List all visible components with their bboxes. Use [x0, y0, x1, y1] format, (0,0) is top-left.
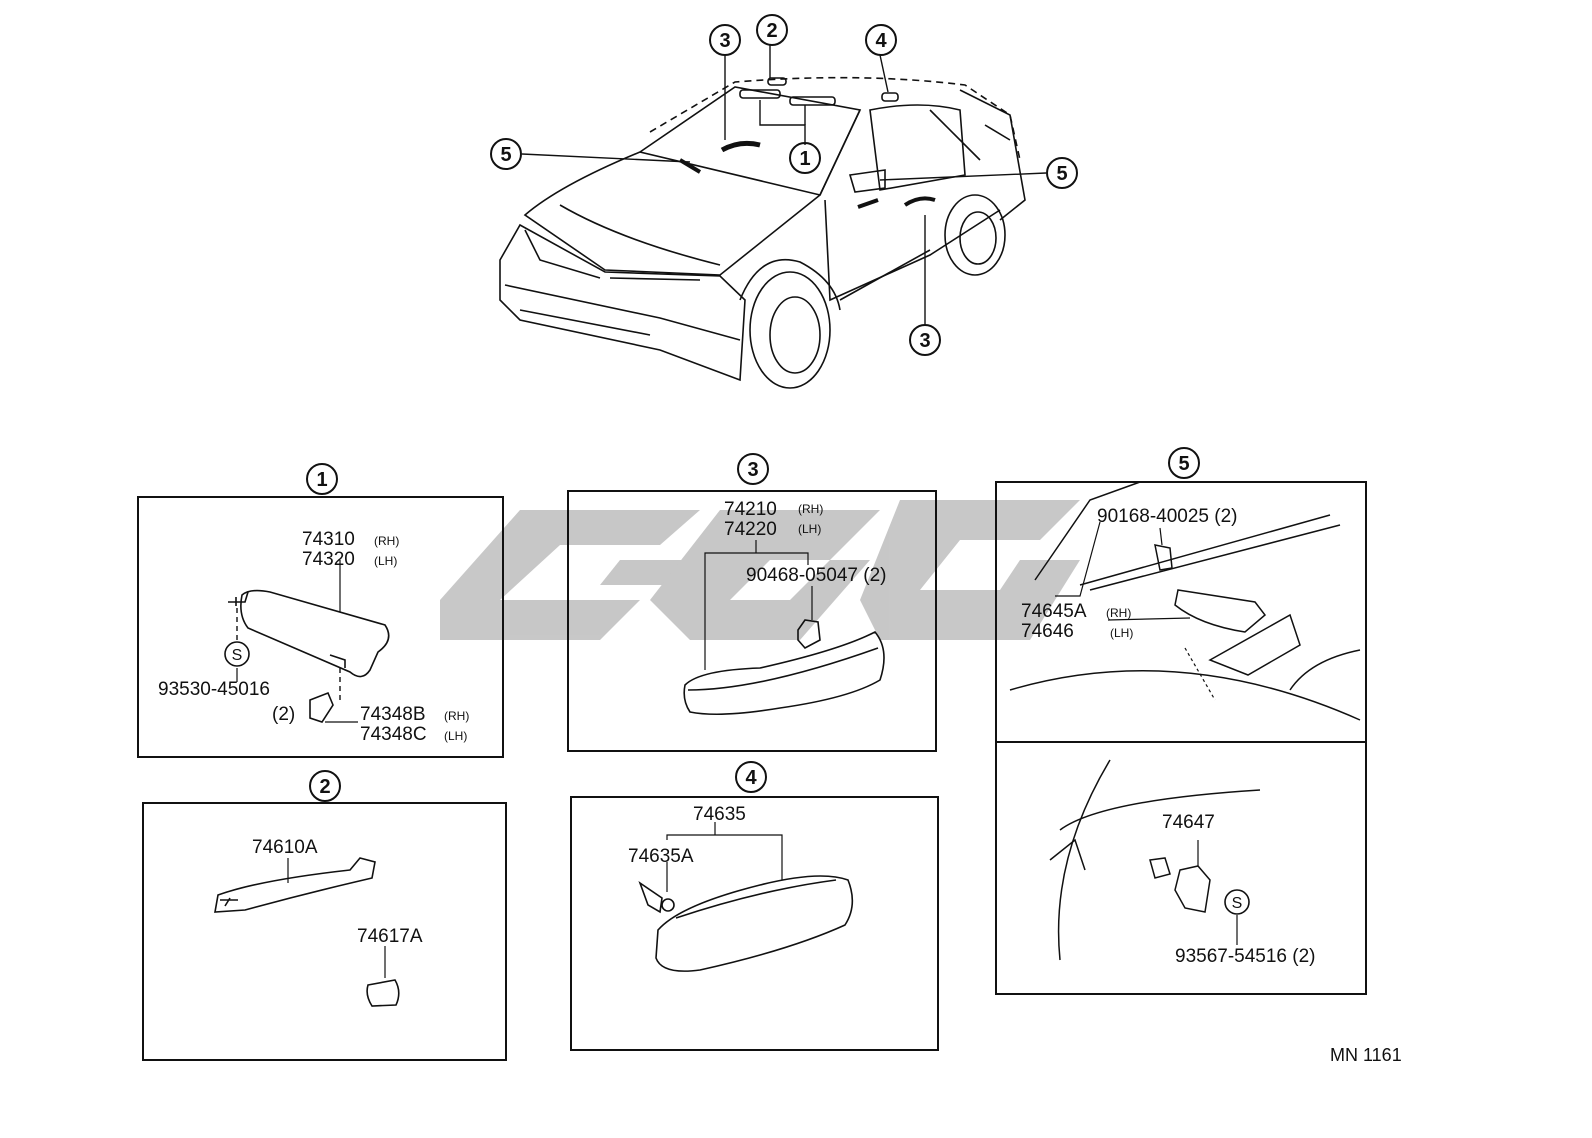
- part-74635A: 74635A: [628, 846, 694, 867]
- part-74647: 74647: [1162, 812, 1215, 833]
- part-74617A: 74617A: [357, 926, 423, 947]
- handle-trim-drawing: [1009, 481, 1361, 721]
- clip-drawing: [1049, 759, 1261, 961]
- car-callouts: [490, 14, 1078, 356]
- armrest-drawing: [683, 619, 885, 716]
- part-74310-suffix: (RH): [374, 534, 399, 548]
- part-90168-40025: 90168-40025 (2): [1097, 506, 1238, 527]
- sun-visor-drawing: [228, 589, 390, 723]
- part-74348B: 74348B: [360, 704, 426, 725]
- part-74646: 74646: [1021, 621, 1074, 642]
- lamp-drawing: [638, 875, 854, 972]
- part-74210-suffix: (RH): [798, 502, 823, 516]
- part-74310: 74310: [302, 529, 355, 550]
- callout-1-car: 1: [799, 148, 810, 170]
- callout-3-bottom: 3: [919, 330, 930, 352]
- callout-5-left: 5: [500, 144, 511, 166]
- screw-symbol-panel5: S: [1232, 895, 1243, 912]
- callout-4-top: 4: [875, 30, 887, 52]
- callout-5: 5: [1178, 453, 1189, 475]
- watermark-logo: [440, 500, 1080, 640]
- part-74645A-suffix: (RH): [1106, 606, 1131, 620]
- panel-2: [142, 770, 507, 1061]
- part-74635: 74635: [693, 804, 746, 825]
- callout-2: 2: [319, 776, 330, 798]
- part-74348B-suffix: (RH): [444, 709, 469, 723]
- assist-grip-drawing: [214, 857, 400, 1007]
- callout-3: 3: [747, 459, 758, 481]
- part-74220-suffix: (LH): [798, 522, 821, 536]
- part-74646-suffix: (LH): [1110, 626, 1133, 640]
- part-93530-qty: (2): [272, 704, 295, 725]
- screw-symbol-panel1: S: [232, 647, 243, 664]
- callout-3-top: 3: [719, 30, 730, 52]
- part-74645A: 74645A: [1021, 601, 1087, 622]
- panel-3: [567, 453, 937, 752]
- part-74220: 74220: [724, 519, 777, 540]
- part-90468-05047: 90468-05047 (2): [746, 565, 887, 586]
- part-74348C: 74348C: [360, 724, 427, 745]
- callout-4: 4: [745, 767, 757, 789]
- panel-5: [995, 447, 1367, 995]
- panel-4: [570, 761, 939, 1051]
- part-74320-suffix: (LH): [374, 554, 397, 568]
- callout-1: 1: [316, 469, 327, 491]
- part-93567-54516: 93567-54516 (2): [1175, 946, 1316, 967]
- car-illustration: [499, 76, 1026, 389]
- panel-1: [137, 463, 504, 758]
- part-74610A: 74610A: [252, 837, 318, 858]
- callout-2-top: 2: [766, 20, 777, 42]
- car-leader-lines: [521, 44, 1047, 325]
- part-74348C-suffix: (LH): [444, 729, 467, 743]
- part-74210: 74210: [724, 499, 777, 520]
- diagram-code: MN 1161: [1330, 1045, 1402, 1065]
- callout-5-right: 5: [1056, 163, 1067, 185]
- part-74320: 74320: [302, 549, 355, 570]
- part-93530-45016: 93530-45016: [158, 679, 270, 700]
